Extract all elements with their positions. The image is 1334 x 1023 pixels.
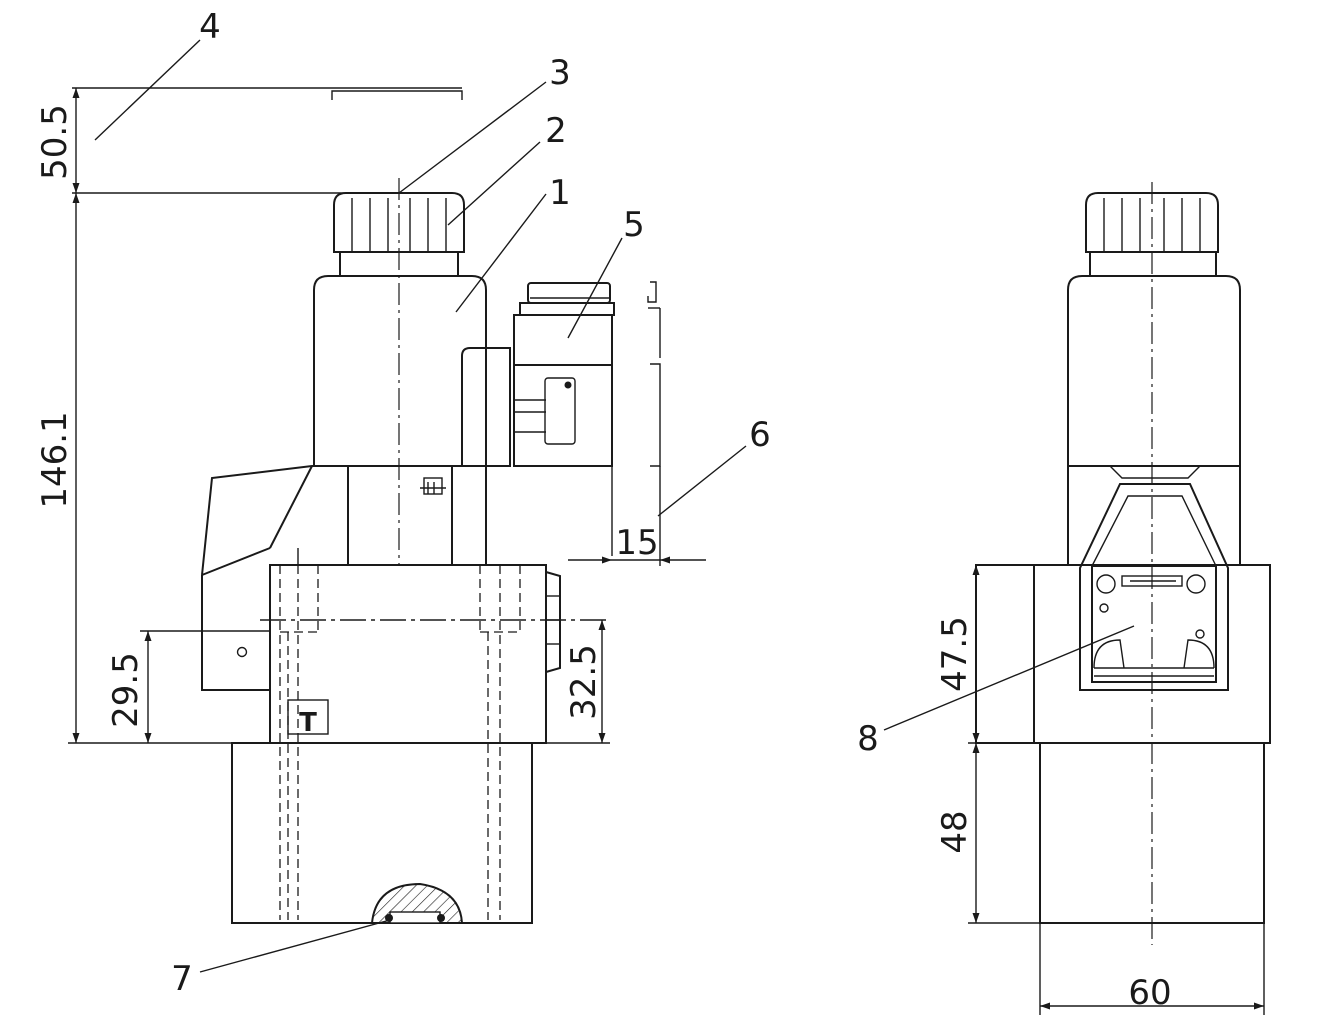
adapter-block [201, 465, 487, 576]
callout-4-label: 4 [199, 7, 221, 47]
front-view: 47.5 48 60 8 [857, 182, 1271, 1015]
callout-6: 6 [657, 415, 771, 517]
callout-4: 4 [94, 7, 221, 141]
dim-146-1-label: 146.1 [35, 411, 75, 508]
dim-32-5: 32.5 [564, 620, 606, 743]
callout-7: 7 [171, 919, 391, 999]
callout-8-label: 8 [857, 719, 879, 759]
side-flange [201, 575, 270, 691]
front-knurled-nut [1085, 192, 1219, 277]
electrical-connector [461, 281, 661, 566]
dim-47-5: 47.5 [935, 565, 980, 743]
callout-3-label: 3 [549, 53, 571, 93]
callout-5: 5 [567, 205, 645, 339]
dim-29-5: 29.5 [106, 630, 270, 743]
dim-60-label: 60 [1128, 973, 1171, 1013]
dim-29-5-label: 29.5 [106, 652, 146, 728]
dim-50-5: 50.5 [35, 88, 80, 193]
top-extension [72, 87, 463, 194]
callout-6-label: 6 [749, 415, 771, 455]
callout-2: 2 [447, 111, 567, 226]
dim-48-label: 48 [935, 810, 975, 853]
front-coil [1067, 275, 1241, 566]
front-connector-cap [1079, 483, 1229, 691]
callout-1-label: 1 [549, 173, 571, 213]
hidden-bolt-holes [279, 565, 521, 920]
lower-block [231, 742, 533, 924]
callout-3: 3 [398, 53, 571, 194]
callout-5-label: 5 [623, 205, 645, 245]
side-view: T 50.5 [35, 7, 771, 999]
callout-2-label: 2 [545, 111, 567, 151]
callout-1: 1 [455, 173, 571, 313]
dim-48: 48 [935, 743, 980, 923]
callout-7-label: 7 [171, 959, 193, 999]
dim-32-5-label: 32.5 [564, 644, 604, 720]
valve-body: T [260, 564, 610, 744]
dim-15: 15 [568, 523, 706, 564]
dim-47-5-label: 47.5 [935, 616, 975, 692]
callout-8: 8 [857, 625, 1135, 759]
dim-60: 60 [1039, 923, 1265, 1015]
port-label: T [299, 708, 317, 738]
dim-15-label: 15 [615, 523, 658, 563]
dim-50-5-label: 50.5 [35, 104, 75, 180]
solenoid-coil [313, 275, 487, 467]
front-valve-body [975, 564, 1271, 744]
dim-146-1: 146.1 [35, 193, 80, 743]
